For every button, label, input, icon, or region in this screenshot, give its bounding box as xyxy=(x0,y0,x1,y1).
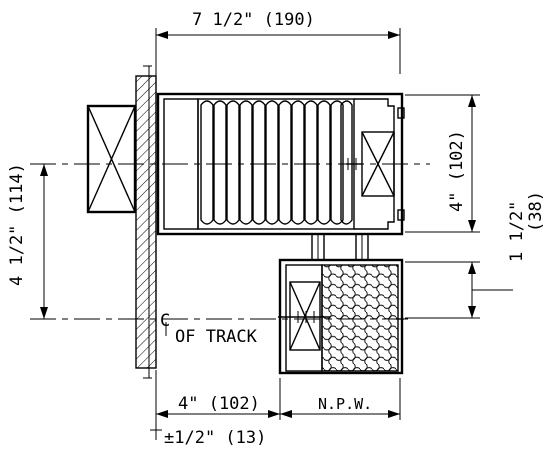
dimension-right-height-label: 4" (102) xyxy=(447,130,467,212)
lower-unit xyxy=(278,258,404,375)
dimension-top-width: 7 1/2" (190) xyxy=(155,10,401,90)
centerline-label: C OF TRACK xyxy=(160,311,258,347)
centerline-text: OF TRACK xyxy=(175,327,258,347)
dimension-right-offset: 1 1/2" (38) xyxy=(405,191,546,319)
dimension-left-height: 4 1/2" (114) xyxy=(7,163,48,319)
dimension-tolerance-label: ±1/2" (13) xyxy=(164,428,266,448)
unit-connector xyxy=(311,233,369,261)
dimension-right-height: 4" (102) xyxy=(405,94,480,233)
dimension-right-offset-label-2: (38) xyxy=(526,191,546,232)
wall-section xyxy=(135,65,157,379)
track-block xyxy=(86,104,137,214)
dimension-npw-label: N.P.W. xyxy=(318,395,372,413)
centerline-symbol: C xyxy=(160,311,170,331)
dimension-bottom: 4" (102) N.P.W. ±1/2" (13) xyxy=(150,370,401,448)
dimension-left-height-label: 4 1/2" (114) xyxy=(7,163,27,286)
centerlines xyxy=(30,163,430,320)
dimension-right-offset-label-1: 1 1/2" xyxy=(507,201,527,262)
dimension-bottom-width-label: 4" (102) xyxy=(178,394,260,414)
dimension-top-width-label: 7 1/2" (190) xyxy=(192,10,315,30)
